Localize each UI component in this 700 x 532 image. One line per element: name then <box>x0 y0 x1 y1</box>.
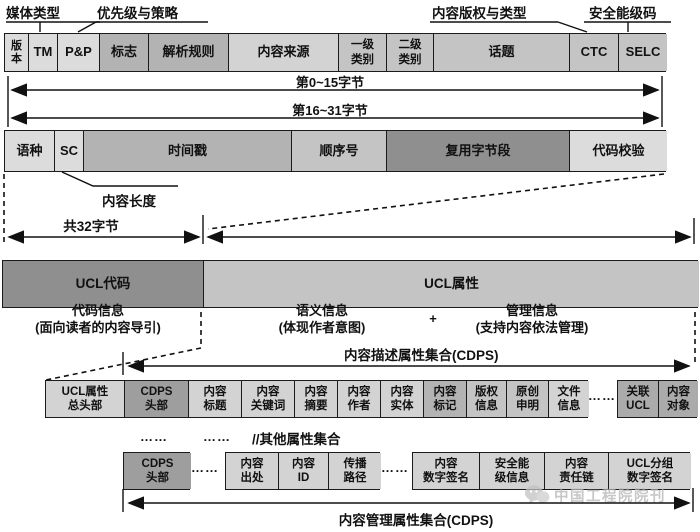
label-media-type: 媒体类型 <box>6 6 60 21</box>
label-mgmt-info: 管理信息 (支持内容依法管理) <box>475 303 589 335</box>
cell-sequence: 顺序号 <box>291 131 386 171</box>
label-security-level: 安全能级码 <box>589 6 657 21</box>
cell-multiplex: 复用字节段 <box>386 131 569 171</box>
cell-originality: 原创 申明 <box>506 381 548 417</box>
wechat-icon <box>525 485 550 504</box>
cell-topic: 话题 <box>433 34 569 71</box>
label-bytes-16-31: 第16~31字节 <box>292 103 368 118</box>
ucl-row: UCL代码 UCL属性 <box>2 260 699 308</box>
cell-version: 版 本 <box>5 34 28 71</box>
ellipsis-row2-1: …… <box>191 460 219 475</box>
cell-related-ucl: 关联 UCL <box>618 381 658 417</box>
attr-row-2-head: CDPS 头部 <box>123 452 191 490</box>
label-semantic-info: 语义信息 (体现作者意图) <box>278 303 366 335</box>
cell-content-abstract: 内容 摘要 <box>294 381 337 417</box>
cell-content-mark: 内容 标记 <box>423 381 466 417</box>
cell-content-object: 内容 对象 <box>658 381 698 417</box>
label-mgmt-set: 内容管理属性集合(CDPS) <box>338 513 494 528</box>
label-code-info: 代码信息 (面向读者的内容导引) <box>35 303 161 335</box>
byte-row-16-31: 语种 SC 时间戳 顺序号 复用字节段 代码校验 <box>4 130 667 172</box>
attr-row-1-tail: 关联 UCL 内容 对象 <box>617 380 698 418</box>
cell-responsibility-chain: 内容 责任链 <box>544 453 608 489</box>
cell-content-origin: 内容 出处 <box>226 453 278 489</box>
ellipsis-other-2: …… <box>203 429 231 444</box>
ellipsis-row2-2: …… <box>381 460 409 475</box>
cell-cdps-header-2: CDPS 头部 <box>124 453 191 489</box>
cell-content-entity: 内容 实体 <box>380 381 423 417</box>
byte-row-0-15: 版 本 TM P&P 标志 解析规则 内容来源 一级 类别 二级 类别 话题 C… <box>4 33 667 72</box>
cell-tm: TM <box>28 34 57 71</box>
cell-propagation-path: 传播 路径 <box>328 453 381 489</box>
label-plus-sign: + <box>429 311 437 326</box>
label-content-length: 内容长度 <box>102 194 156 209</box>
label-other-sets: //其他属性集合 <box>252 432 341 447</box>
cell-parse-rules: 解析规则 <box>148 34 228 71</box>
label-total-32-bytes: 共32字节 <box>63 219 119 234</box>
watermark-text: 中国工程院院刊 <box>554 488 666 505</box>
cell-copyright-info: 版权 信息 <box>466 381 506 417</box>
cell-timestamp: 时间戳 <box>83 131 291 171</box>
cell-checksum: 代码校验 <box>569 131 667 171</box>
cell-pp: P&P <box>57 34 99 71</box>
block-ucl-code: UCL代码 <box>3 261 203 307</box>
ellipsis-attr-row-1: …… <box>588 388 616 403</box>
attr-row-2-b: 内容 数字签名 安全能 级信息 内容 责任链 UCL分组 数字签名 <box>412 452 691 490</box>
cell-selc: SELC <box>618 34 667 71</box>
label-bytes-0-15: 第0~15字节 <box>295 75 365 90</box>
label-copyright-type: 内容版权与类型 <box>432 6 527 21</box>
cell-content-author: 内容 作者 <box>337 381 380 417</box>
cell-security-level-info: 安全能 级信息 <box>479 453 544 489</box>
cell-ctc: CTC <box>569 34 618 71</box>
cell-content-title: 内容 标题 <box>188 381 241 417</box>
attr-row-1: UCL属性 总头部 CDPS 头部 内容 标题 内容 关键词 内容 摘要 内容 … <box>45 380 589 418</box>
cell-language: 语种 <box>5 131 54 171</box>
cell-ucl-group-signature: UCL分组 数字签名 <box>608 453 691 489</box>
cell-category-1: 一级 类别 <box>338 34 386 71</box>
cell-content-source: 内容来源 <box>228 34 338 71</box>
cell-category-2: 二级 类别 <box>386 34 433 71</box>
ellipsis-other-1: …… <box>140 429 168 444</box>
cell-flag: 标志 <box>99 34 148 71</box>
watermark: 中国工程院院刊 <box>524 484 666 506</box>
label-priority-strategy: 优先级与策略 <box>97 6 178 21</box>
cell-file-info: 文件 信息 <box>548 381 589 417</box>
label-cdps-set: 内容描述属性集合(CDPS) <box>344 348 499 363</box>
cell-digital-signature: 内容 数字签名 <box>413 453 479 489</box>
cell-ucl-attr-header: UCL属性 总头部 <box>46 381 124 417</box>
cell-content-keywords: 内容 关键词 <box>241 381 294 417</box>
attr-row-2-a: 内容 出处 内容 ID 传播 路径 <box>225 452 381 490</box>
block-ucl-attr: UCL属性 <box>203 261 699 307</box>
cell-content-id: 内容 ID <box>278 453 328 489</box>
cell-cdps-header: CDPS 头部 <box>124 381 188 417</box>
cell-sc: SC <box>54 131 83 171</box>
